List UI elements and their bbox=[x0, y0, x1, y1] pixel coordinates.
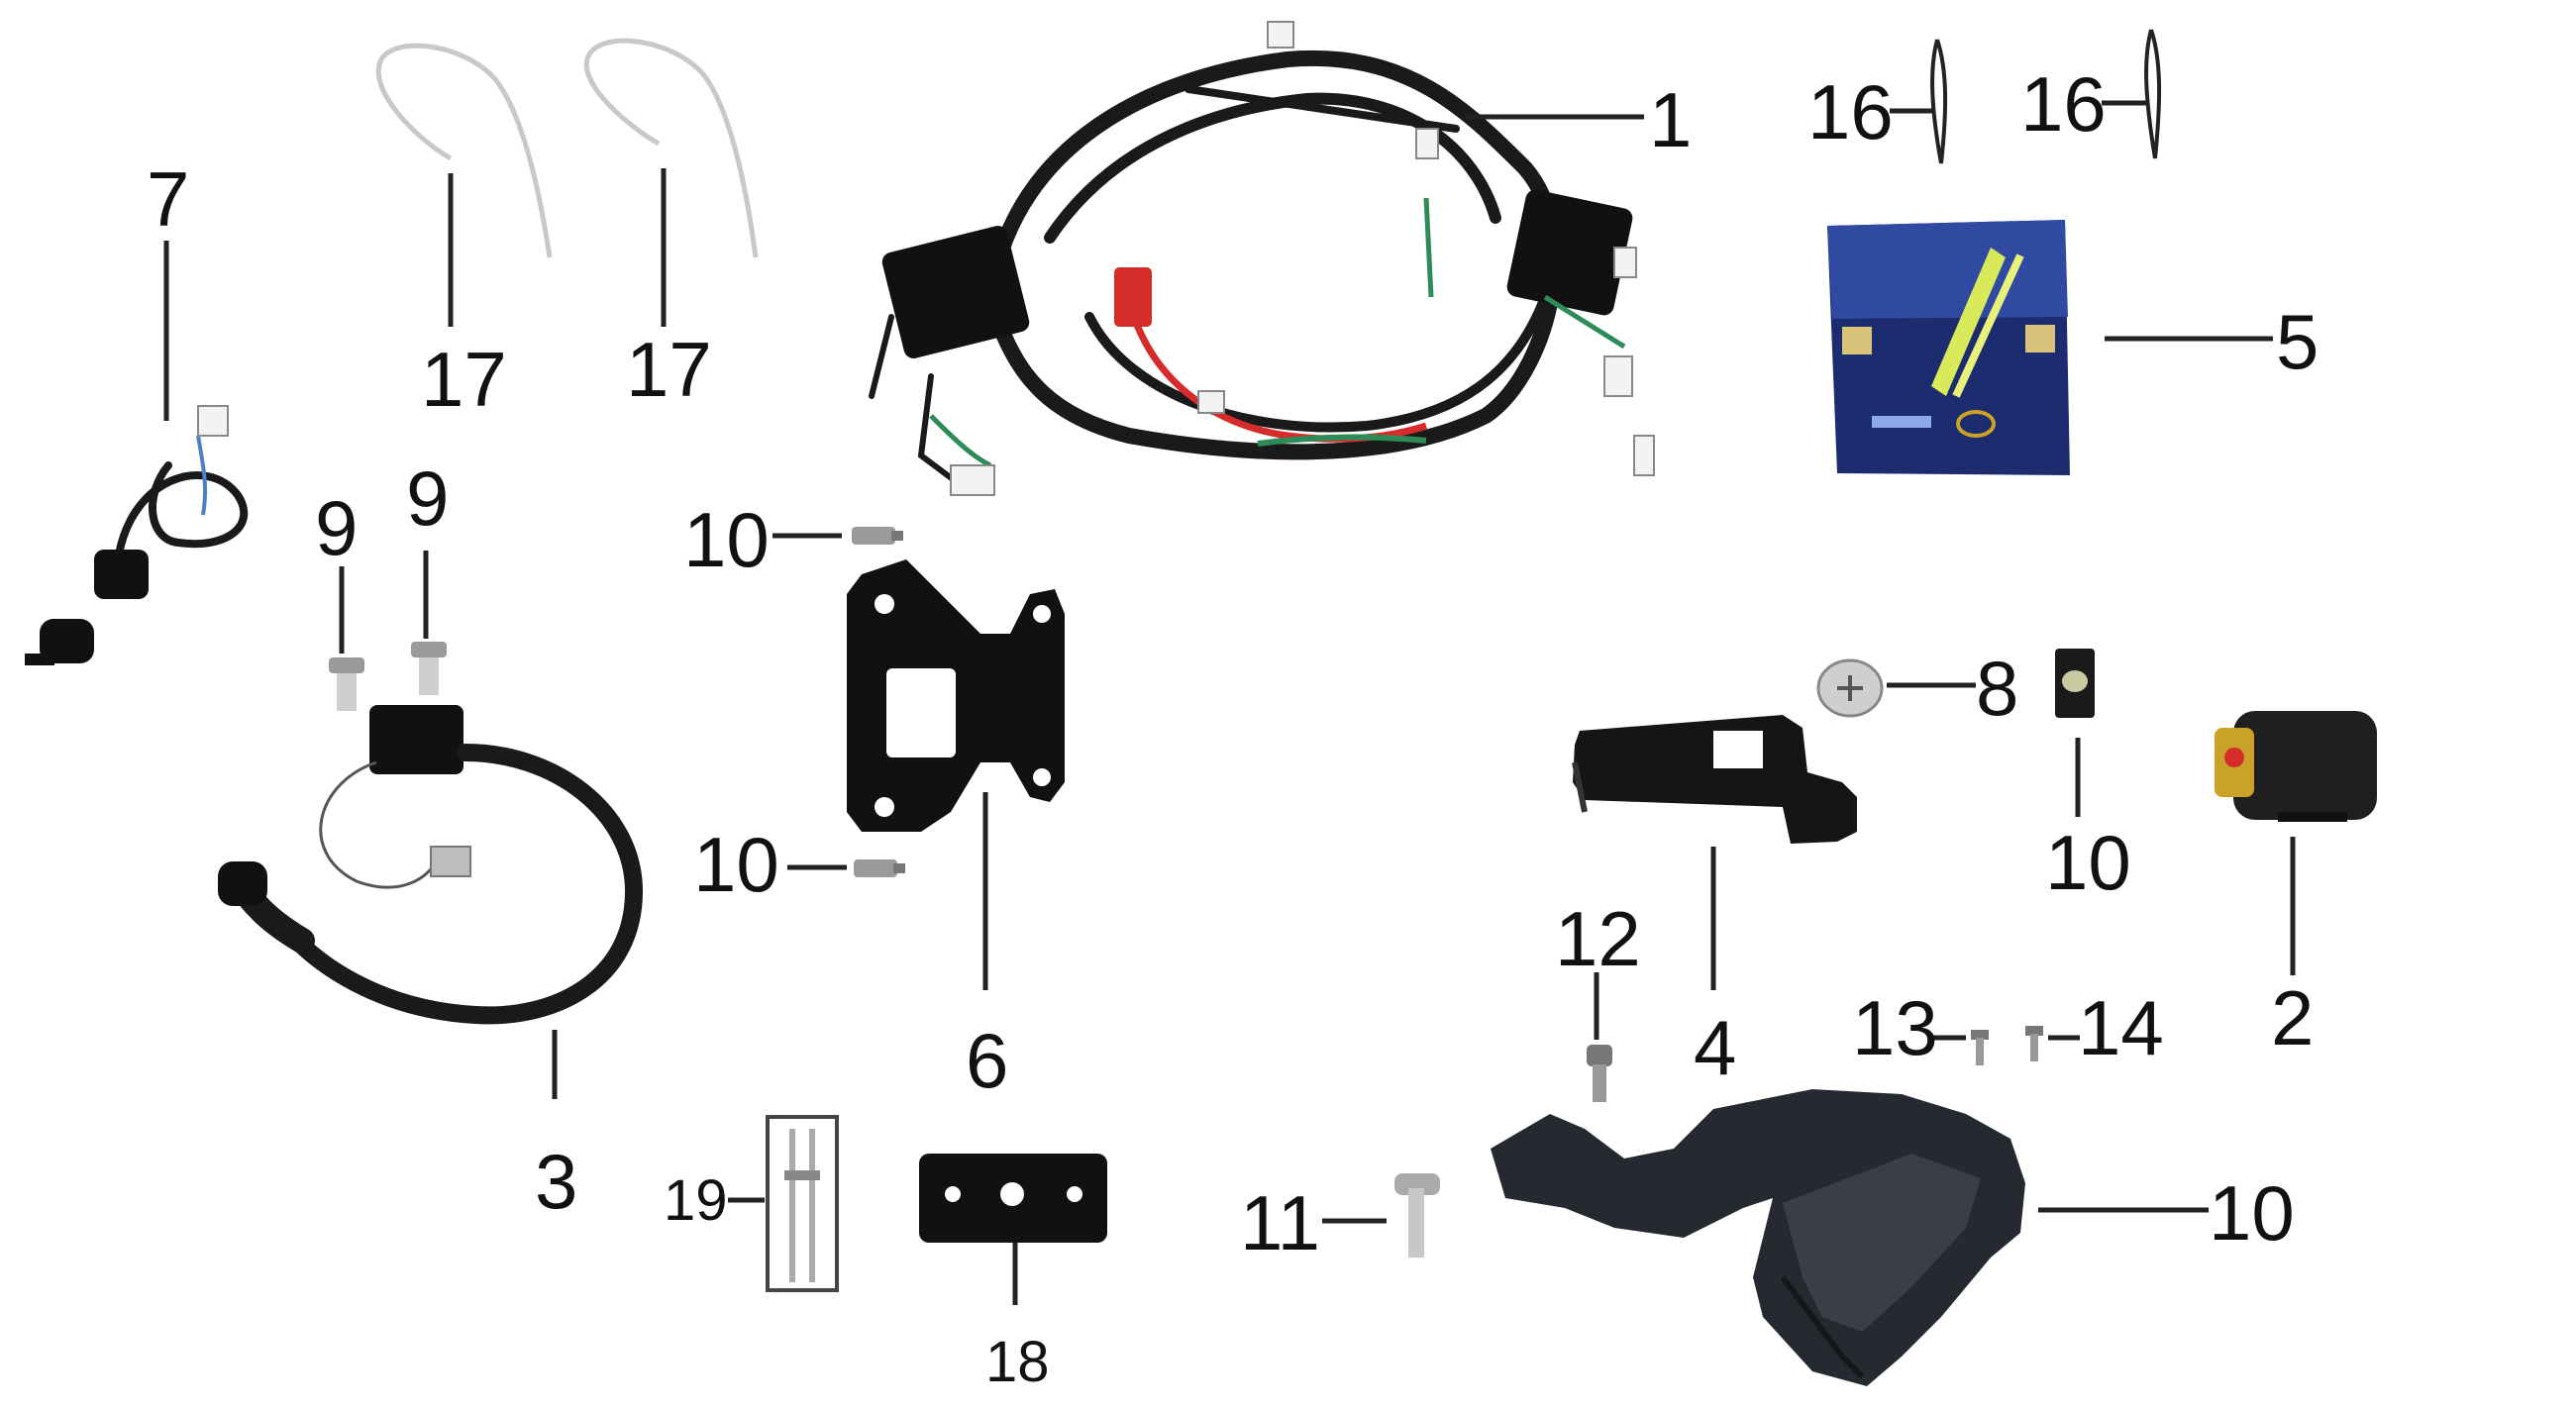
part-bolt-14 bbox=[1587, 1045, 1612, 1102]
callout-1: 1 bbox=[1649, 76, 1692, 163]
part-clip-nut bbox=[2055, 649, 2095, 718]
part-fuse bbox=[766, 1115, 839, 1292]
callout-7: 7 bbox=[147, 155, 189, 243]
part-screw-8 bbox=[1816, 658, 1884, 718]
part-coil-screw-a bbox=[329, 657, 364, 711]
callout-19: 19 bbox=[664, 1168, 728, 1233]
callout-2: 2 bbox=[2271, 974, 2314, 1061]
callout-18: 18 bbox=[985, 1330, 1050, 1394]
callout-17b: 17 bbox=[626, 326, 712, 413]
part-battery-bolt-a bbox=[1930, 39, 1948, 164]
part-battery-bolt-b bbox=[2144, 29, 2162, 159]
callout-10b: 10 bbox=[693, 821, 779, 908]
part-side-cover bbox=[1491, 1089, 2025, 1386]
part-small-screw-a bbox=[1971, 1030, 1989, 1065]
callout-9a: 9 bbox=[315, 484, 358, 571]
part-wiring-harness bbox=[869, 21, 1655, 496]
callout-17a: 17 bbox=[421, 336, 507, 423]
callout-16a: 16 bbox=[1807, 68, 1894, 155]
part-mounting-bracket bbox=[847, 559, 1065, 832]
part-screw-13 bbox=[1394, 1173, 1440, 1258]
callout-15a: 13 bbox=[1852, 984, 1938, 1071]
callout-3: 3 bbox=[535, 1138, 577, 1225]
part-battery-holder bbox=[1572, 715, 1857, 844]
callout-5: 5 bbox=[2276, 298, 2318, 385]
part-coil-screw-b bbox=[411, 642, 447, 695]
callout-8: 8 bbox=[1976, 645, 2018, 732]
part-small-screw-b bbox=[2025, 1026, 2043, 1061]
callout-13: 11 bbox=[1240, 1179, 1320, 1266]
callout-15b: 14 bbox=[2078, 984, 2164, 1071]
callout-14: 12 bbox=[1555, 895, 1641, 982]
part-ignition-coil bbox=[218, 705, 644, 1025]
part-starter-relay bbox=[2215, 711, 2377, 822]
callout-4: 4 bbox=[1694, 1004, 1736, 1091]
part-cable-tie-b bbox=[584, 38, 759, 258]
part-bracket-bolt-b bbox=[854, 859, 905, 877]
part-ignition-switch bbox=[25, 405, 249, 665]
callout-12: 10 bbox=[2045, 819, 2131, 906]
callout-16b: 16 bbox=[2020, 60, 2107, 148]
part-bracket-bolt-a bbox=[852, 527, 903, 545]
callout-6: 6 bbox=[966, 1017, 1008, 1104]
part-battery bbox=[1827, 220, 2070, 475]
callout-10a: 10 bbox=[683, 496, 770, 583]
part-rubber-pad bbox=[919, 1154, 1107, 1243]
callout-11: 10 bbox=[2209, 1169, 2295, 1257]
callout-9b: 9 bbox=[406, 454, 449, 542]
part-cable-tie-a bbox=[375, 43, 553, 258]
